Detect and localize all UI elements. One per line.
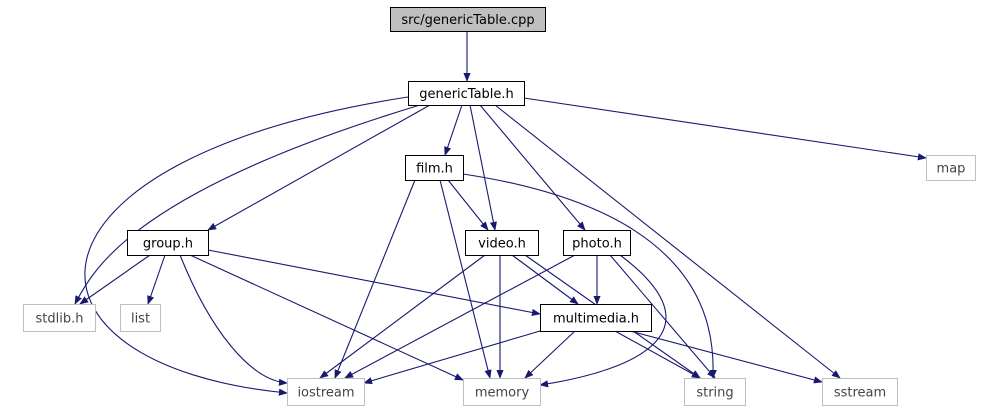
node-iostream-label: iostream [297,386,354,401]
node-sstream: sstream [822,378,898,406]
node-list-box [120,304,161,332]
edge-genericTable-to-photo [479,104,586,231]
edge-group-to-stdlib [79,254,151,305]
node-string-box [684,378,746,406]
node-film[interactable]: film.h [405,155,464,181]
node-film-label: film.h [416,162,453,177]
node-group[interactable]: group.h [127,230,209,256]
node-genericTable-box [408,81,525,106]
node-stdlib-box [23,304,96,332]
edge-genericTable-to-iostream [84,96,409,396]
edge-group-to-memory [189,254,464,381]
node-map-box [926,155,976,181]
edge-film-to-iostream [334,179,416,379]
nodes-layer: src/genericTable.cpp genericTable.h film.h… [23,7,976,406]
edges-layer [74,31,927,396]
node-stdlib: stdlib.h [23,304,96,332]
node-photo[interactable]: photo.h [563,230,631,256]
node-sstream-box [822,378,898,406]
node-genericTable[interactable]: genericTable.h [408,81,525,106]
node-video-label: video.h [478,237,526,252]
edge-photo-to-string [609,254,716,379]
node-list-label: list [131,312,150,327]
edge-group-to-list [147,254,166,305]
edge-film-to-string [462,173,717,379]
edge-film-to-memory [439,179,492,379]
node-memory-label: memory [475,386,530,401]
node-sstream-label: sstream [834,386,886,401]
node-photo-label: photo.h [572,237,622,252]
edge-photo-to-iostream [344,254,576,379]
edge-genericTable-to-map [523,97,927,161]
edge-multimedia-to-iostream [363,330,541,385]
node-string-label: string [696,386,733,401]
node-root[interactable]: src/genericTable.cpp [390,7,546,32]
node-film-box [405,155,464,181]
node-iostream-box [287,378,365,406]
node-genericTable-label: genericTable.h [419,87,514,102]
edge-genericTable-to-group [207,104,431,231]
node-multimedia-label: multimedia.h [553,312,639,327]
edge-multimedia-to-memory [524,330,576,379]
node-root-label: src/genericTable.cpp [401,13,534,28]
edge-group-to-iostream [179,254,288,386]
node-group-label: group.h [143,237,193,252]
edge-photo-to-memory [539,254,667,388]
edge-multimedia-to-string [614,330,701,379]
node-video-box [465,230,539,256]
node-photo-box [563,230,631,256]
node-map: map [926,155,976,181]
node-multimedia[interactable]: multimedia.h [540,304,652,332]
node-root-box [390,7,546,32]
edge-genericTable-to-sstream [494,104,841,379]
node-map-label: map [937,162,966,177]
edge-video-to-multimedia [511,254,579,305]
node-memory: memory [463,378,541,406]
node-string: string [684,378,746,406]
node-memory-box [463,378,541,406]
node-stdlib-label: stdlib.h [36,312,84,327]
node-video[interactable]: video.h [465,230,539,256]
node-list: list [120,304,161,332]
edge-video-to-iostream [319,254,486,379]
edge-multimedia-to-sstream [629,330,823,384]
node-multimedia-box [540,304,652,332]
edge-film-to-video [447,179,489,231]
node-group-box [127,230,209,256]
edge-group-to-multimedia [207,249,541,317]
node-iostream: iostream [287,378,365,406]
edge-genericTable-to-stdlib [74,104,421,305]
edge-genericTable-to-film [444,104,463,156]
edge-genericTable-to-video [469,104,497,231]
